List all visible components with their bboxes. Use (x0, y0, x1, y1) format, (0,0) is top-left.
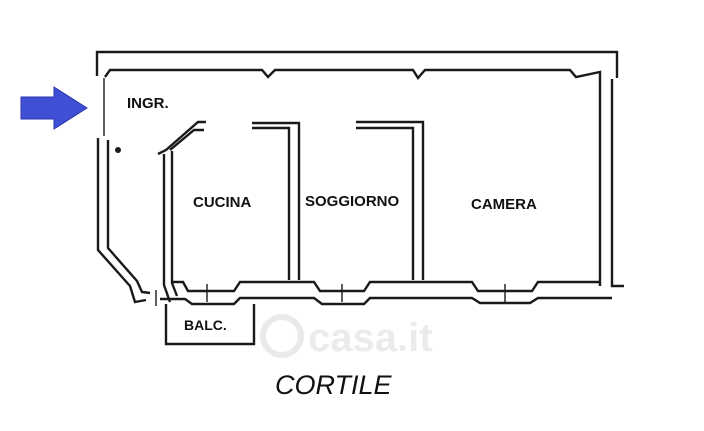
door-hinge-icon (115, 147, 121, 153)
inner-wall-top (104, 68, 602, 286)
living-bedroom-wall (356, 120, 425, 280)
kitchen-door-wall-inner (169, 128, 204, 151)
bottom-wall-inner (172, 280, 600, 293)
kitchen-living-wall (252, 121, 301, 280)
room-label-kitchen: CUCINA (193, 194, 251, 211)
outer-wall-right (610, 79, 624, 288)
courtyard-label: CORTILE (275, 370, 393, 400)
corridor-wall-left (96, 138, 147, 304)
room-label-bedroom: CAMERA (471, 196, 537, 213)
watermark: casa.it (260, 314, 433, 360)
watermark-text: casa.it (308, 316, 433, 360)
corridor-wall-inner (106, 140, 151, 295)
room-label-living: SOGGIORNO (305, 193, 400, 210)
watermark-logo-icon (260, 314, 304, 358)
room-label-entrance: INGR. (127, 95, 169, 112)
kitchen-living-wall-b (252, 126, 291, 280)
balcony-outline (164, 304, 256, 346)
outer-wall-top (95, 50, 619, 78)
entrance-arrow-icon (20, 86, 88, 130)
bottom-wall-outer (160, 296, 612, 306)
kitchen-door-wall (157, 120, 206, 156)
living-bedroom-wall-b (356, 126, 415, 280)
room-label-balcony: BALC. (184, 317, 227, 333)
kitchen-wall-left (162, 154, 172, 303)
kitchen-wall-left-inner (170, 151, 179, 297)
